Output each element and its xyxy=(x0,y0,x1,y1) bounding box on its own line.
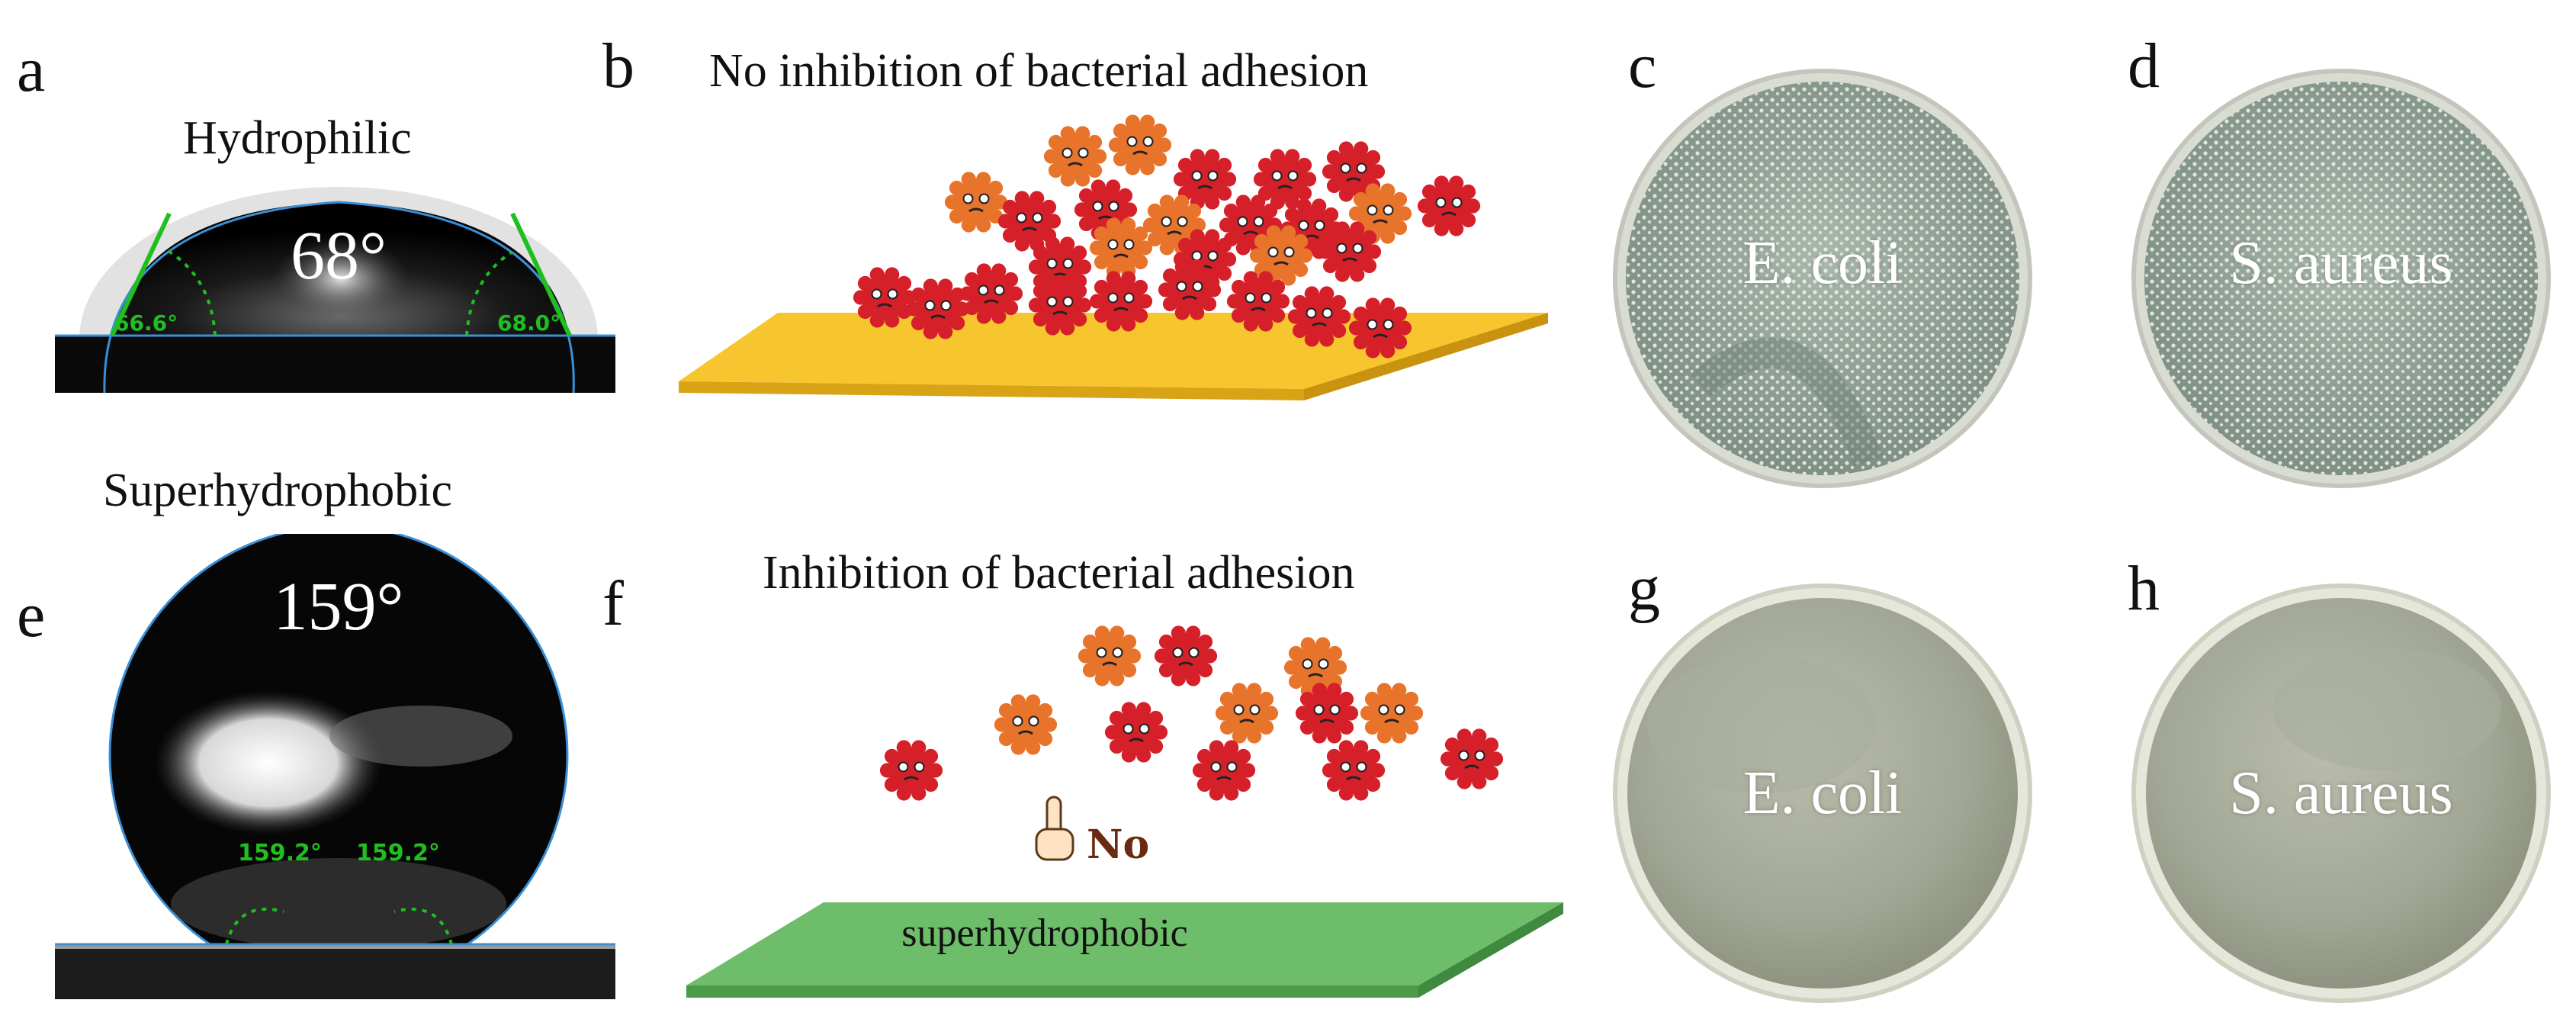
bacterium-icon xyxy=(1322,141,1386,202)
bacterium-icon xyxy=(997,191,1062,252)
dish-label-h: S. aureus xyxy=(2229,760,2453,827)
petri-dish-h xyxy=(2131,584,2551,1003)
bacterium-icon xyxy=(1440,728,1504,789)
bacterium-icon xyxy=(1360,683,1424,744)
bacterium-icon xyxy=(1089,271,1153,332)
droplet-angle-value-a: 68° xyxy=(291,218,387,294)
bacterium-icon xyxy=(906,278,970,339)
bacterium-icon xyxy=(1192,740,1256,801)
bacterium-icon xyxy=(994,694,1058,755)
panel-b-title: No inhibition of bacterial adhesion xyxy=(709,45,1369,97)
bacterium-icon xyxy=(1142,195,1206,256)
bacterium-icon xyxy=(1253,149,1317,210)
panel-e-title: Superhydrophobic xyxy=(103,465,453,516)
panel-label-a: a xyxy=(17,34,46,105)
petri-dish-d xyxy=(2131,69,2551,488)
adhesion-illustration-f: No superhydrophobic xyxy=(686,625,1563,998)
bacterium-icon xyxy=(1043,126,1107,187)
bacterium-icon xyxy=(1287,286,1351,347)
contact-angle-image-hydrophilic: 68° 66.6° 68.0° xyxy=(55,164,615,393)
bacterium-icon xyxy=(1348,297,1412,358)
bacterium-icon xyxy=(1173,149,1237,210)
dish-label-c: E. coli xyxy=(1742,230,1903,297)
surface-label: superhydrophobic xyxy=(901,911,1187,955)
left-angle-reading-e: 159.2° xyxy=(238,840,322,866)
bacterium-icon xyxy=(1322,740,1386,801)
bacterium-icon xyxy=(944,172,1008,233)
dish-label-d: S. aureus xyxy=(2229,230,2453,297)
petri-dish-g xyxy=(1613,584,2032,1003)
bacterium-icon xyxy=(1078,625,1142,686)
panel-label-d: d xyxy=(2128,31,2160,101)
panel-a-title: Hydrophilic xyxy=(183,112,412,164)
bacterium-icon xyxy=(1154,625,1218,686)
bacterium-icon xyxy=(879,740,943,801)
bacterium-icon xyxy=(1417,175,1481,236)
panel-label-g: g xyxy=(1628,553,1660,624)
bacterium-icon xyxy=(1295,683,1359,744)
panel-label-f: f xyxy=(602,568,624,639)
hand-pointing-icon xyxy=(1035,796,1074,861)
bacterium-icon xyxy=(1158,259,1222,320)
bacterium-icon xyxy=(1215,683,1279,744)
right-angle-reading-a: 68.0° xyxy=(497,310,560,336)
bacterium-icon xyxy=(1108,114,1172,175)
right-angle-reading-e: 159.2° xyxy=(356,840,440,866)
panel-label-c: c xyxy=(1628,31,1657,101)
panel-label-h: h xyxy=(2128,553,2160,624)
left-angle-reading-a: 66.6° xyxy=(114,310,178,336)
panel-label-b: b xyxy=(602,31,634,101)
dish-label-g: E. coli xyxy=(1742,760,1903,827)
bacterium-icon xyxy=(1249,225,1313,286)
bacterium-icon xyxy=(1318,221,1382,282)
bacterium-icon xyxy=(853,267,917,328)
bacterium-icon xyxy=(1028,275,1092,336)
no-text: No xyxy=(1087,821,1149,868)
droplet-angle-value-e: 159° xyxy=(274,569,404,645)
bacterium-icon xyxy=(1089,217,1153,278)
panel-f-title: Inhibition of bacterial adhesion xyxy=(763,547,1355,599)
petri-dish-c xyxy=(1613,69,2032,488)
panel-label-e: e xyxy=(17,580,46,651)
adhesion-illustration-b xyxy=(679,114,1548,400)
bacterium-icon xyxy=(959,263,1023,324)
bacterium-icon xyxy=(1226,271,1290,332)
contact-angle-image-superhydrophobic: 159° 159.2° 159.2° xyxy=(55,534,615,999)
bacterium-icon xyxy=(1104,702,1168,763)
